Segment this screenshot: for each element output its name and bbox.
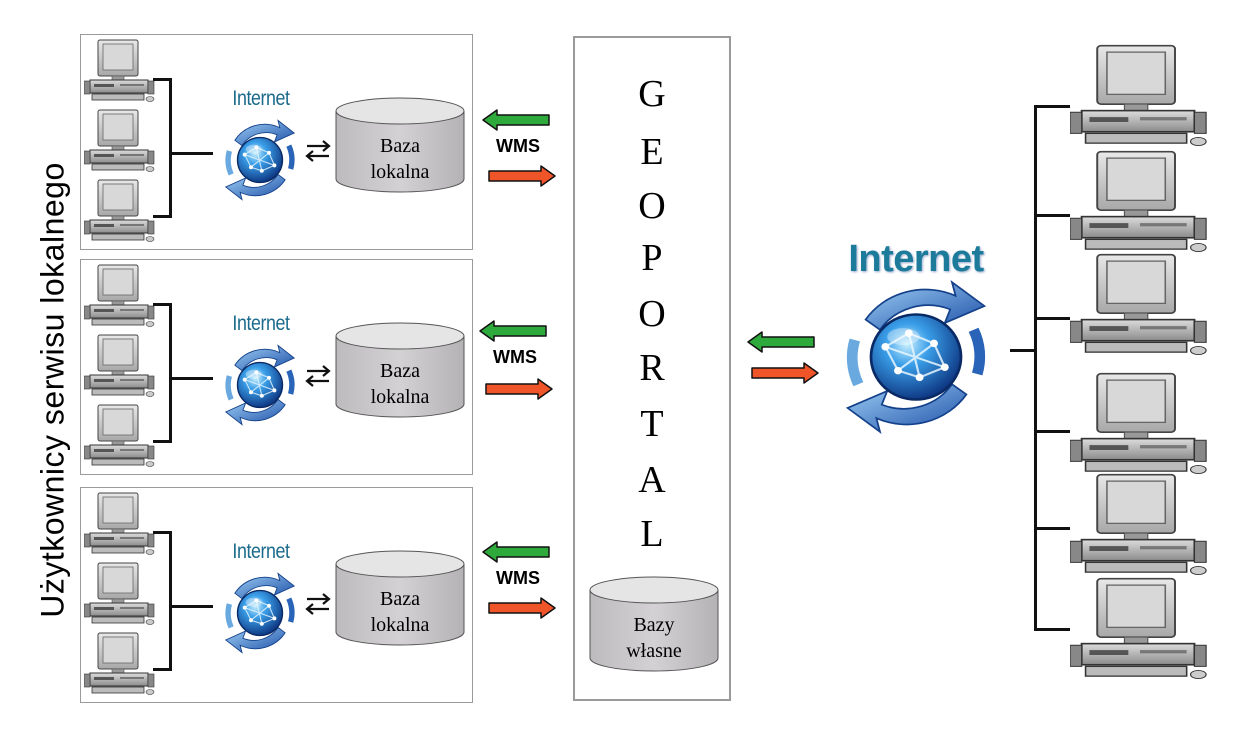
database-label-line1: Baza — [380, 135, 420, 157]
own-database: Bazy własne — [589, 576, 719, 672]
network-branch — [1034, 317, 1070, 320]
geoportal-letter: G — [638, 73, 666, 115]
computer-icon — [84, 334, 156, 398]
computer-icon — [1070, 253, 1210, 357]
local-database: Baza lokalna — [335, 322, 465, 418]
computer-icon — [84, 264, 156, 328]
exchange-arrows-icon — [303, 139, 333, 163]
arrow-left-icon — [746, 330, 816, 354]
big-internet-label: Internet — [848, 238, 984, 280]
arrow-left-icon — [481, 540, 551, 564]
network-branch — [1034, 628, 1070, 631]
arrow-right-icon — [484, 377, 554, 401]
users-side-label: Użytkownicy serwisu lokalnego — [34, 162, 71, 618]
exchange-arrows-icon — [303, 592, 333, 616]
globe-icon — [215, 340, 305, 430]
network-branch — [1034, 214, 1070, 217]
geoportal-letter: T — [640, 403, 664, 445]
globe-icon — [215, 568, 305, 658]
computer-icon — [1070, 473, 1210, 577]
local-service-group-1: Internet Baza lokalna — [80, 34, 473, 250]
network-line — [169, 605, 213, 608]
geoportal-letter: O — [638, 185, 666, 227]
computer-icon — [84, 109, 156, 173]
computer-icon — [1070, 150, 1210, 254]
network-branch — [1034, 105, 1070, 108]
internet-cloud: Internet — [211, 540, 311, 646]
big-globe-icon — [826, 272, 1006, 442]
network-bracket — [153, 531, 172, 671]
network-branch — [1034, 527, 1070, 530]
network-branch — [1034, 430, 1070, 433]
computer-icon — [84, 404, 156, 468]
computer-icon — [1070, 44, 1210, 148]
wms-exchange-3: WMS — [481, 540, 561, 620]
geoportal-letter: R — [639, 347, 665, 389]
network-line — [1010, 349, 1036, 352]
internet-label: Internet — [232, 312, 290, 335]
computer-icon — [84, 562, 156, 626]
database-label-line1: Bazy — [633, 614, 675, 636]
geoportal-letter: P — [641, 237, 663, 279]
arrow-right-icon — [487, 596, 557, 620]
network-bracket — [153, 78, 172, 218]
network-bracket — [153, 303, 172, 443]
computer-icon — [84, 492, 156, 556]
computer-icon — [1070, 577, 1210, 681]
database-label-line2: własne — [626, 640, 682, 662]
globe-icon — [215, 115, 305, 205]
wms-exchange-1: WMS — [481, 108, 561, 188]
local-database: Baza lokalna — [335, 550, 465, 646]
local-service-group-2: Internet Baza lokalna — [80, 259, 473, 475]
computer-icon — [84, 179, 156, 243]
geoportal-letter: L — [640, 513, 664, 555]
exchange-arrows-icon — [303, 364, 333, 388]
internet-label: Internet — [232, 540, 290, 563]
computer-icon — [84, 632, 156, 696]
arrow-right-icon — [750, 361, 820, 385]
database-label-line2: lokalna — [370, 386, 430, 408]
database-label-line2: lokalna — [370, 161, 430, 183]
wms-label: WMS — [496, 568, 540, 588]
internet-cloud: Internet — [211, 312, 311, 418]
network-line — [169, 152, 213, 155]
wms-label: WMS — [496, 136, 540, 156]
geoportal-letter: O — [638, 293, 666, 335]
local-database: Baza lokalna — [335, 97, 465, 193]
arrow-right-icon — [487, 164, 557, 188]
network-bus — [1034, 105, 1037, 631]
internet-label: Internet — [232, 87, 290, 110]
computer-icon — [1070, 372, 1210, 476]
geoportal-letter: E — [640, 131, 664, 173]
internet-cloud: Internet — [211, 87, 311, 193]
wms-label: WMS — [493, 347, 537, 367]
computer-icon — [84, 39, 156, 103]
database-label-line1: Baza — [380, 588, 420, 610]
arrow-left-icon — [478, 319, 548, 343]
geoportal-letter: A — [638, 459, 666, 501]
local-service-group-3: Internet Baza lokalna — [80, 487, 473, 703]
arrow-left-icon — [481, 108, 551, 132]
geoportal-box: G E O P O R T A L Bazy własne — [573, 36, 731, 701]
wms-exchange-2: WMS — [478, 319, 558, 399]
database-label-line1: Baza — [380, 360, 420, 382]
database-label-line2: lokalna — [370, 614, 430, 636]
network-line — [169, 377, 213, 380]
